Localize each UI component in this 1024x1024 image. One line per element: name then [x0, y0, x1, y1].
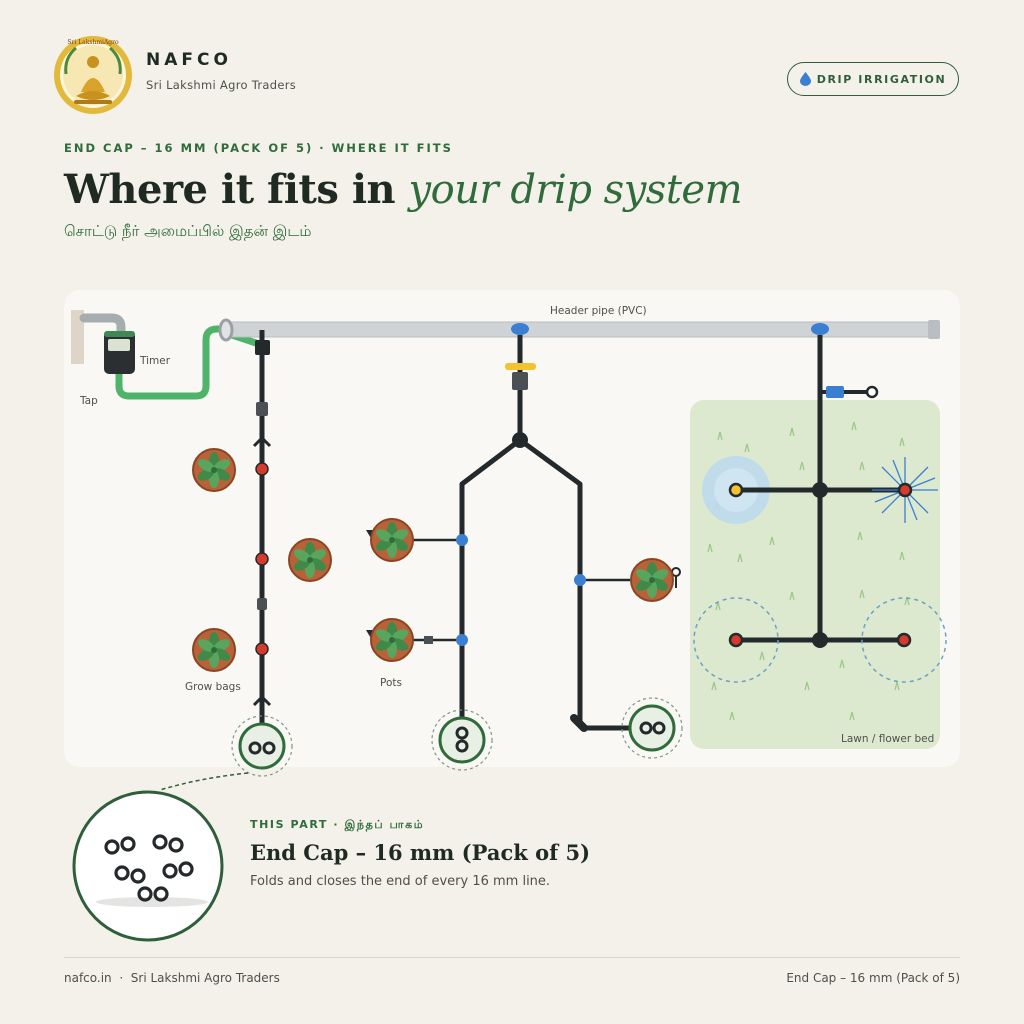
- drip-irrigation-badge[interactable]: DRIP IRRIGATION: [787, 62, 959, 96]
- sprayer: [728, 632, 744, 648]
- footer-separator: ·: [115, 971, 127, 985]
- potted-plant: [370, 618, 414, 662]
- emitter: [255, 462, 269, 476]
- lawn-area: [690, 400, 940, 749]
- sprayer: [728, 482, 744, 498]
- takeoff-joint: [456, 634, 468, 646]
- logo: Sri LakshmiAgro: [52, 34, 134, 116]
- label-tap: Tap: [79, 395, 98, 407]
- badge-label: DRIP IRRIGATION: [816, 72, 947, 86]
- sprinkler: [897, 482, 913, 498]
- part-description: Folds and closes the end of every 16 mm …: [250, 874, 551, 889]
- headline-emphasis: your drip system: [408, 167, 743, 213]
- inline-valve: [826, 386, 844, 398]
- inline-joiner: [256, 402, 268, 416]
- label-lawn: Lawn / flower bed: [841, 733, 934, 745]
- brand-subtitle: Sri Lakshmi Agro Traders: [146, 78, 297, 92]
- label-header-pipe: Header pipe (PVC): [550, 305, 647, 317]
- water-drop-icon: [799, 72, 811, 86]
- supply-hose: [115, 325, 222, 400]
- potted-plant: [288, 538, 332, 582]
- part-image: [72, 790, 224, 942]
- part-eyebrow: THIS PART · இந்தப் பாகம்: [250, 818, 425, 831]
- takeoff-joint: [574, 574, 586, 586]
- inline-joiner: [257, 598, 267, 610]
- sprayer: [896, 632, 912, 648]
- timer: [104, 331, 135, 374]
- header-joint: [511, 323, 529, 335]
- fold-mark: [252, 694, 272, 707]
- header-joint: [811, 323, 829, 335]
- tap-spout: [79, 313, 126, 339]
- end-cap-lawn: [865, 385, 879, 399]
- hero-eyebrow: END CAP – 16 MM (PACK OF 5) · WHERE IT F…: [64, 141, 453, 155]
- fork-joint: [512, 432, 528, 448]
- emitter: [255, 642, 269, 656]
- brand-name: NAFCO: [146, 50, 232, 70]
- spray-range: [861, 597, 947, 683]
- potted-plant: [192, 628, 236, 672]
- lateral-line-2: [459, 438, 522, 735]
- header-pipe: [224, 321, 938, 338]
- footer-product: End Cap – 16 mm (Pack of 5): [786, 971, 960, 985]
- end-cap-callout-2: [431, 709, 493, 771]
- part-title: End Cap – 16 mm (Pack of 5): [250, 840, 590, 865]
- potted-plant: [630, 558, 674, 602]
- connector: [255, 340, 270, 355]
- takeoff-joint: [456, 534, 468, 546]
- wall-tap-post: [71, 310, 84, 364]
- tamil-subtitle: சொட்டு நீர் அமைப்பில் இதன் இடம்: [64, 222, 312, 240]
- lawn-joint: [812, 632, 828, 648]
- fold-mark: [252, 435, 272, 448]
- footer-left: nafco.in · Sri Lakshmi Agro Traders: [64, 971, 280, 985]
- label-pots: Pots: [380, 677, 402, 689]
- footer-site-link[interactable]: nafco.in: [64, 971, 112, 985]
- label-timer: Timer: [139, 355, 171, 367]
- logo-text: Sri LakshmiAgro: [67, 39, 119, 46]
- grass-tufts: [707, 421, 910, 721]
- inline-joiner: [512, 372, 528, 390]
- label-grow-bags: Grow bags: [185, 681, 241, 693]
- header-pipe-end: [928, 320, 940, 339]
- footer-divider: [64, 957, 960, 958]
- spray-range: [693, 597, 779, 683]
- potted-plant: [370, 518, 414, 562]
- header-valve: [218, 318, 234, 342]
- end-cap-callout-3: [621, 697, 683, 759]
- end-cap-callout-1: [231, 715, 293, 777]
- headline-plain: Where it fits in: [64, 166, 396, 213]
- potted-plant: [192, 448, 236, 492]
- lawn-joint: [812, 482, 828, 498]
- valve-yellow: [505, 363, 536, 370]
- emitter: [255, 552, 269, 566]
- callout-leader: [159, 772, 249, 791]
- footer-company: Sri Lakshmi Agro Traders: [130, 971, 280, 985]
- page-title: Where it fits in your drip system: [64, 166, 743, 213]
